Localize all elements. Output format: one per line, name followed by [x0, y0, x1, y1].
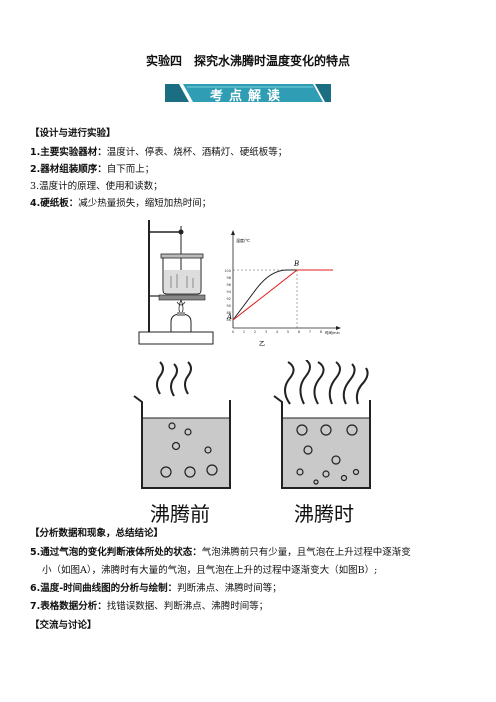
item-7-text: 找错误数据、判断沸点、沸腾时间等； — [106, 601, 269, 612]
ytick: 100 — [224, 269, 231, 273]
item-3-text: 3.温度计的原理、使用和读数； — [30, 181, 163, 192]
xtick: 1 — [243, 330, 245, 334]
xtick: 5 — [287, 330, 289, 334]
banner-text: 考点解读 — [209, 89, 286, 104]
item-6-label: 6.温度-时间曲线图的分析与绘制： — [30, 583, 178, 594]
page-title: 实验四 探究水沸腾时温度变化的特点 — [145, 54, 350, 68]
point-b-label: B — [293, 260, 299, 268]
item-1-label: 1.主要实验器材： — [30, 147, 107, 158]
xtick: 8 — [320, 330, 322, 334]
caption-during: 沸腾时 — [294, 502, 354, 526]
item-3: 3.温度计的原理、使用和读数； — [30, 180, 163, 193]
item-5: 5.通过气泡的变化判断液体所处的状态：气泡沸腾前只有少量，且气泡在上升过程中逐渐… — [30, 546, 411, 559]
ytick: 88 — [227, 311, 231, 315]
item-5-text: 气泡沸腾前只有少量，且气泡在上升过程中逐渐变 — [201, 547, 411, 558]
item-5-cont: 小（如图A），沸腾时有大量的气泡，且气泡在上升的过程中逐渐变大（如图B）; — [42, 564, 377, 577]
ytick: 98 — [227, 276, 231, 280]
xtick: 6 — [298, 330, 300, 334]
item-2-text: 自下而上； — [106, 164, 155, 175]
graph-xlabel: 时间/min — [325, 330, 340, 335]
xtick: 7 — [309, 330, 311, 334]
ytick: 94 — [227, 290, 232, 294]
item-4-text: 减少热量损失，缩短加热时间； — [78, 198, 212, 209]
item-6-text: 判断沸点、沸腾时间等； — [177, 583, 282, 594]
point-a-label: A — [226, 313, 232, 321]
item-7-label: 7.表格数据分析： — [30, 601, 107, 612]
item-5-cont-text: 小（如图A），沸腾时有大量的气泡，且气泡在上升的过程中逐渐变大（如图B）; — [42, 565, 378, 576]
item-5-label: 5.通过气泡的变化判断液体所处的状态： — [30, 547, 202, 558]
caption-before: 沸腾前 — [150, 502, 210, 526]
item-6: 6.温度-时间曲线图的分析与绘制：判断沸点、沸腾时间等； — [30, 582, 282, 595]
section-design: 【设计与进行实验】 — [30, 128, 116, 139]
banner-shape — [165, 84, 331, 102]
graph-caption: 乙 — [259, 341, 265, 348]
section-banner: 考点解读 — [165, 82, 331, 104]
item-1-text: 温度计、停表、烧杯、酒精灯、硬纸板等； — [106, 147, 288, 158]
section-analysis: 【分析数据和现象，总结结论】 — [30, 528, 164, 539]
item-7: 7.表格数据分析：找错误数据、判断沸点、沸腾时间等； — [30, 600, 268, 613]
apparatus-drawing: 100 98 96 94 92 90 88 86 0 1 2 3 4 5 6 7… — [138, 220, 341, 348]
xtick: 2 — [254, 330, 256, 334]
item-4: 4.硬纸板：减少热量损失，缩短加热时间； — [30, 197, 211, 210]
item-4-label: 4.硬纸板： — [30, 198, 79, 209]
item-2-label: 2.器材组装顺序： — [30, 164, 107, 175]
item-2: 2.器材组装顺序：自下而上； — [30, 163, 154, 176]
ytick: 96 — [227, 283, 231, 287]
figure-apparatus-graph: 100 98 96 94 92 90 88 86 0 1 2 3 4 5 6 7… — [137, 216, 349, 352]
graph-ylabel: 温度/℃ — [236, 237, 250, 243]
ytick: 90 — [227, 304, 231, 308]
beakers-drawing — [133, 359, 371, 489]
figure-beakers: 沸腾前 沸腾时 — [130, 359, 372, 532]
section-discuss: 【交流与讨论】 — [30, 620, 97, 631]
item-1: 1.主要实验器材：温度计、停表、烧杯、酒精灯、硬纸板等； — [30, 146, 287, 159]
xtick: 3 — [265, 330, 267, 334]
ytick: 92 — [227, 297, 231, 301]
ytick: 86 — [227, 318, 231, 322]
xtick: 4 — [276, 330, 279, 334]
xtick: 0 — [232, 330, 234, 334]
